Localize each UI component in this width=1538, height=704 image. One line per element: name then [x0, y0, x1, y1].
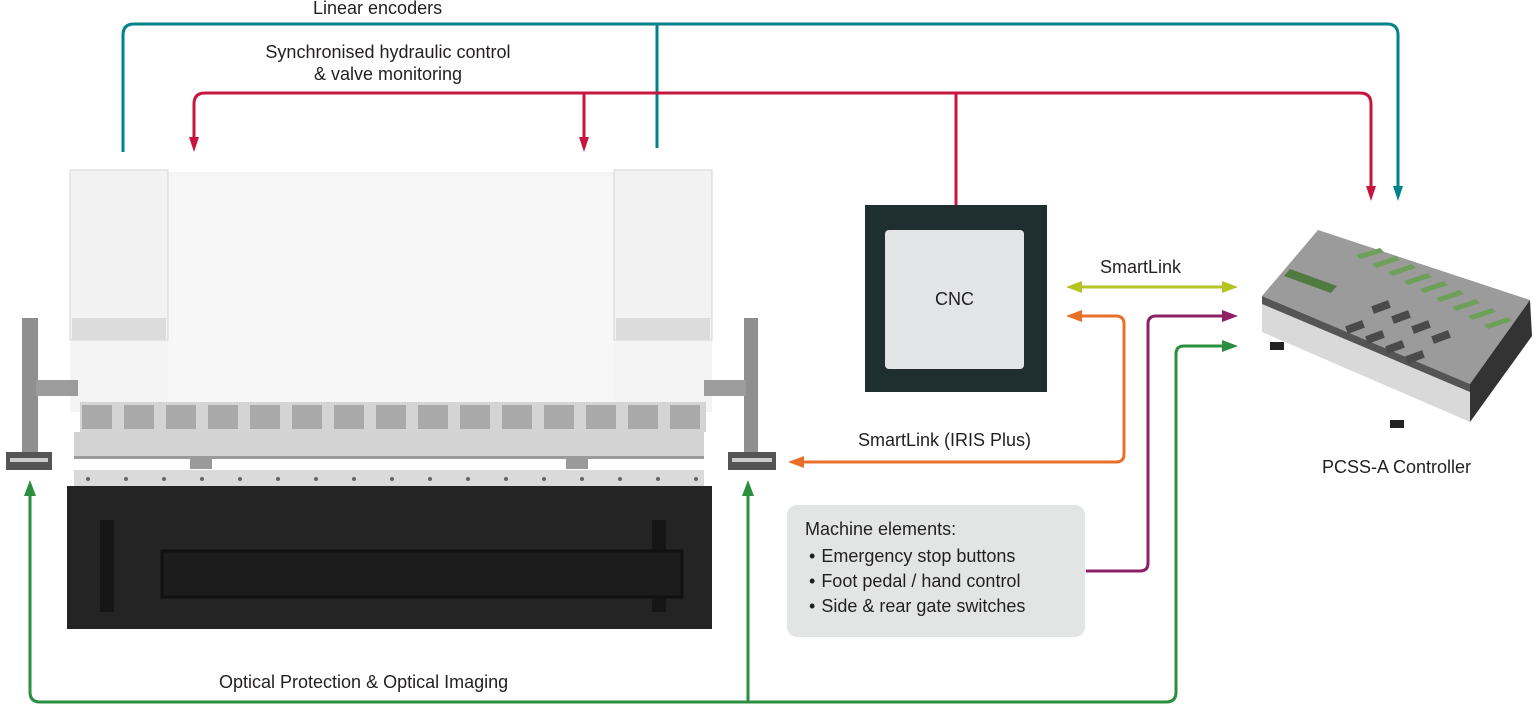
- optical-protection-line: [28, 344, 1226, 704]
- machine-elements-list: Emergency stop buttons Foot pedal / hand…: [805, 544, 1025, 619]
- smartlink-label: SmartLink: [1100, 257, 1182, 277]
- machine-elements-line: [1086, 310, 1238, 573]
- arrowhead-icon: [189, 137, 199, 152]
- die-bolt: [542, 477, 546, 481]
- die-bolt: [162, 477, 166, 481]
- tool-segment: [208, 405, 238, 429]
- smartlink-iris-label: SmartLink (IRIS Plus): [858, 430, 1032, 450]
- arrowhead-icon: [742, 480, 754, 496]
- die-bolt: [428, 477, 432, 481]
- linear-encoders-line: [121, 22, 1400, 188]
- tool-segment: [502, 405, 532, 429]
- hydraulic-control-line: [192, 91, 1373, 222]
- tool-segment: [418, 405, 448, 429]
- tool-segment: [334, 405, 364, 429]
- tool-segment: [670, 405, 700, 429]
- die-bolt: [656, 477, 660, 481]
- die-bolt: [694, 477, 698, 481]
- pcss-a-controller-image: [1262, 230, 1532, 428]
- die-bolt: [124, 477, 128, 481]
- die-bolt: [200, 477, 204, 481]
- pcss-a-controller-label: PCSS-A Controller: [1322, 457, 1472, 477]
- machine-elements-title: Machine elements:: [805, 519, 957, 539]
- hydraulic-control-label-line2: & valve monitoring: [313, 64, 463, 84]
- arrowhead-icon: [579, 137, 589, 152]
- list-item: Emergency stop buttons: [805, 544, 1025, 569]
- die-bolt: [580, 477, 584, 481]
- die-bolt: [276, 477, 280, 481]
- tool-segment: [460, 405, 490, 429]
- die-bolt: [390, 477, 394, 481]
- tool-segment: [586, 405, 616, 429]
- arrowhead-icon: [24, 480, 36, 496]
- tool-segment: [292, 405, 322, 429]
- press-brake-image: [6, 169, 776, 629]
- cnc-screen: CNC: [885, 230, 1024, 369]
- arrowhead-icon: [1222, 340, 1238, 352]
- die-bolt: [314, 477, 318, 481]
- tool-segment: [166, 405, 196, 429]
- list-item: Foot pedal / hand control: [805, 569, 1025, 594]
- tool-segment: [628, 405, 658, 429]
- hydraulic-control-label: Synchronised hydraulic control & valve m…: [238, 41, 538, 85]
- tool-segment: [376, 405, 406, 429]
- die-bolt: [352, 477, 356, 481]
- optical-protection-label: Optical Protection & Optical Imaging: [219, 672, 509, 692]
- arrowhead-icon: [1366, 186, 1376, 201]
- arrowhead-icon: [1393, 186, 1403, 201]
- die-bolt: [618, 477, 622, 481]
- tool-segment: [544, 405, 574, 429]
- cnc-label: CNC: [935, 289, 974, 309]
- tool-segment: [250, 405, 280, 429]
- linear-encoders-label: Linear encoders: [313, 0, 443, 18]
- smartlink-iris-line: [788, 310, 1126, 468]
- die-bolt: [504, 477, 508, 481]
- list-item: Side & rear gate switches: [805, 594, 1025, 619]
- smartlink-line: [1066, 281, 1238, 293]
- tool-segment: [82, 405, 112, 429]
- machine-elements-box: Machine elements: Emergency stop buttons…: [787, 505, 1085, 637]
- hydraulic-control-label-line1: Synchronised hydraulic control: [265, 42, 511, 62]
- die-bolt: [238, 477, 242, 481]
- die-bolt: [466, 477, 470, 481]
- die-bolt: [86, 477, 90, 481]
- tool-segment: [124, 405, 154, 429]
